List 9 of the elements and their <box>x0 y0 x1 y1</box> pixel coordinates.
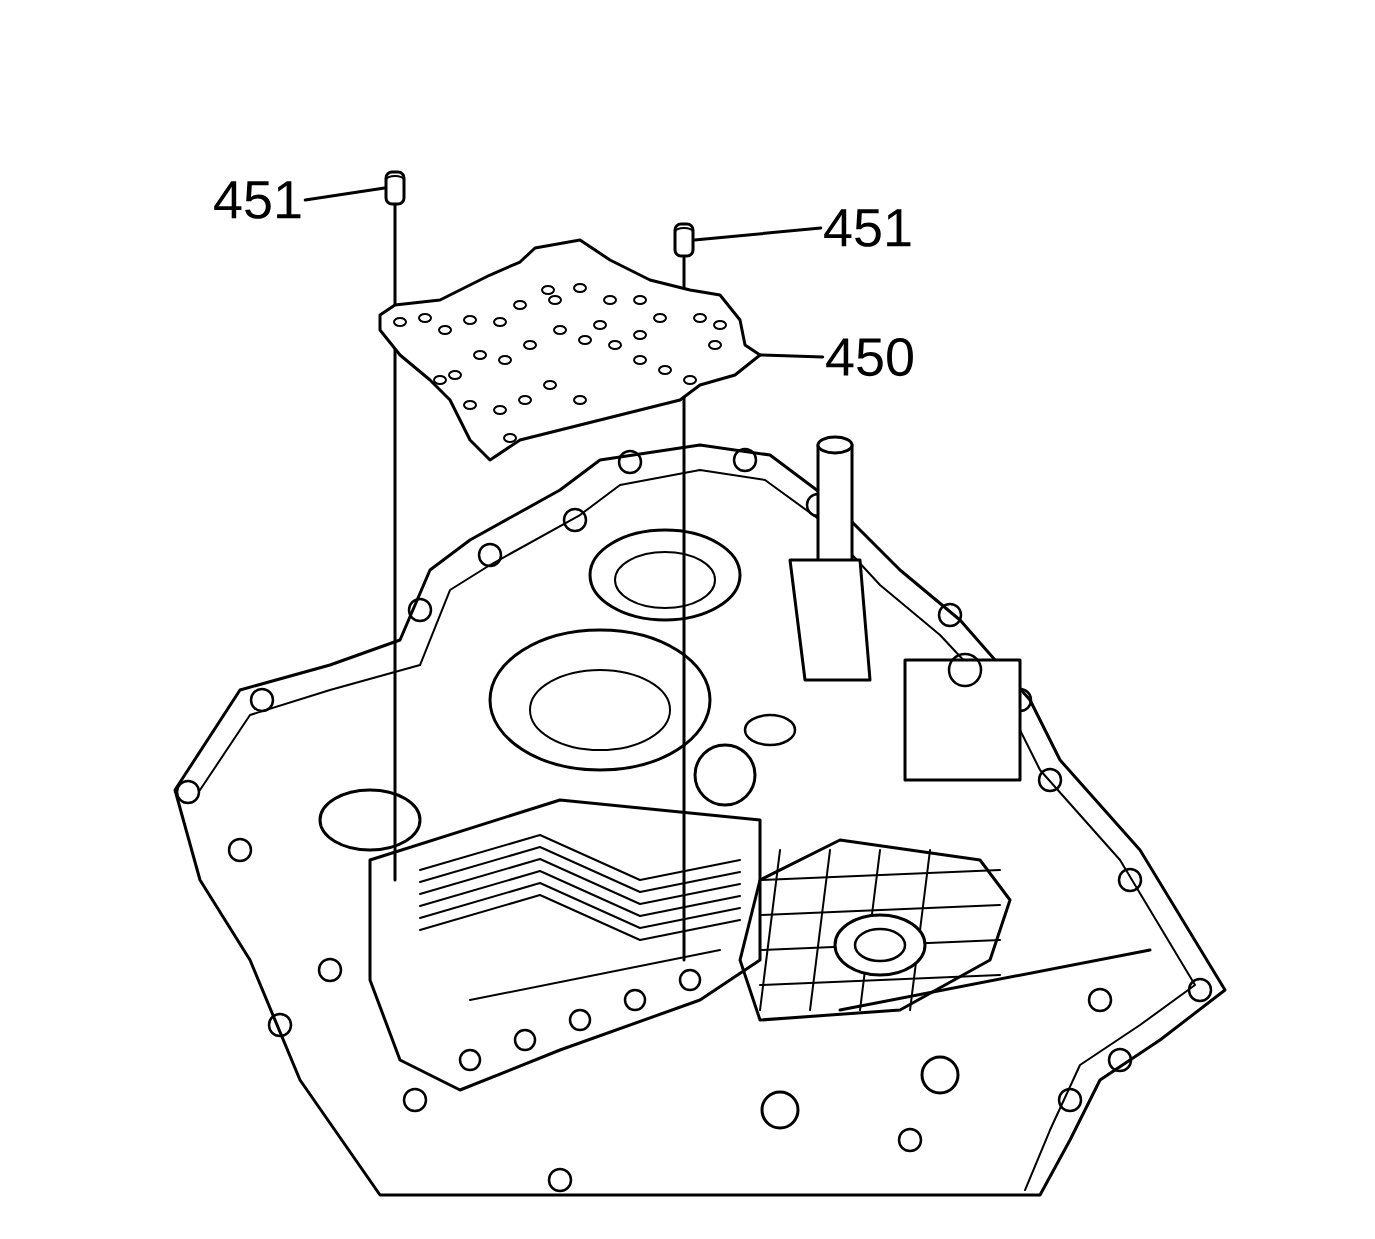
pin-drawing <box>673 222 695 258</box>
leader-line <box>303 186 386 202</box>
pin-drawing <box>384 170 406 206</box>
leader-line <box>758 353 825 359</box>
spacer-plate-drawing <box>378 238 762 462</box>
callout-number: 450 <box>826 337 913 377</box>
leader-line <box>693 226 823 242</box>
callout-number: 451 <box>214 181 301 219</box>
callout-number: 451 <box>824 209 911 247</box>
